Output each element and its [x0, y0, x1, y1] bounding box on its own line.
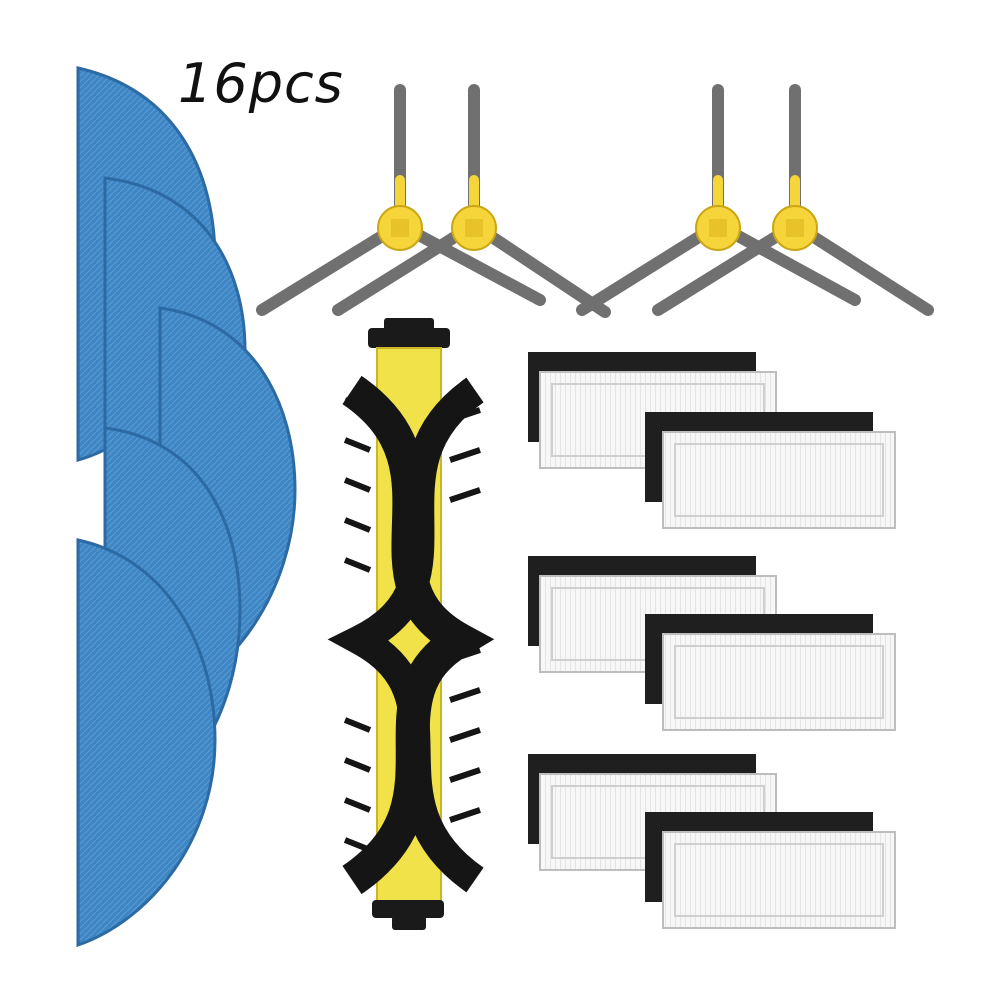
- hepa-filter: [662, 431, 896, 529]
- mop-pads: [76, 66, 297, 948]
- hepa-filter: [662, 633, 896, 731]
- piece-count-title: 16pcs: [178, 52, 344, 115]
- filter-set: [645, 614, 896, 731]
- filters: [528, 352, 896, 929]
- filter-set: [645, 812, 896, 929]
- mop-pad: [76, 538, 217, 948]
- side-brush: [652, 84, 934, 316]
- main-roller-brush: [327, 318, 495, 930]
- hepa-filter: [662, 831, 896, 929]
- side-brush: [332, 84, 611, 318]
- side-brush: [256, 84, 546, 316]
- filter-set: [645, 412, 896, 529]
- side-brushes: [256, 84, 934, 318]
- side-brush: [576, 84, 861, 316]
